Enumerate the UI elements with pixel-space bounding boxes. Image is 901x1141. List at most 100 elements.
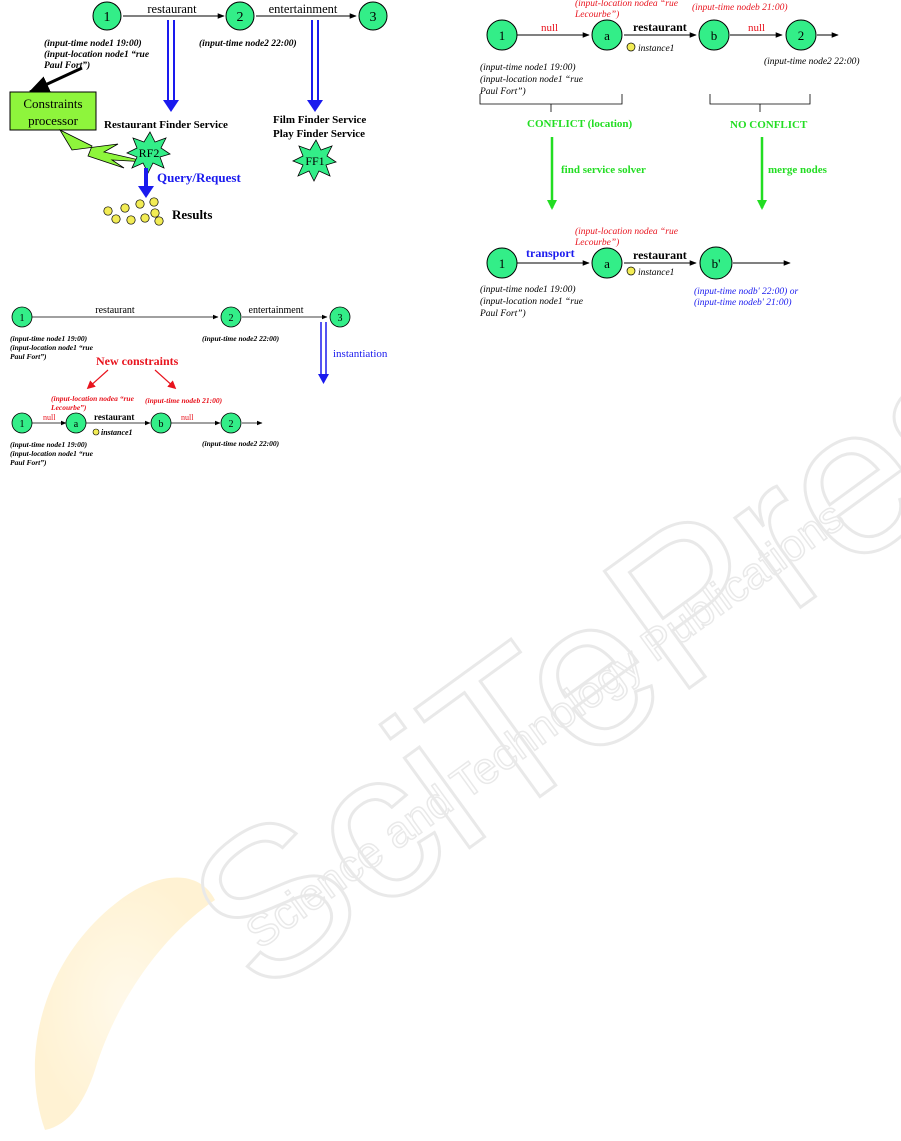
diagram-3: (input-location nodea “rue Lecourbe”) (i…	[479, 0, 860, 319]
svg-text:Lecourbe”): Lecourbe”)	[50, 403, 87, 412]
svg-text:(input-time node1 19:00): (input-time node1 19:00)	[480, 284, 576, 295]
d2-node-2: 2	[220, 306, 242, 328]
restaurant-instantiation-arrow	[163, 20, 179, 112]
d3-bottom-restaurant-label: restaurant	[633, 248, 687, 262]
d3-transport-label: transport	[526, 246, 575, 260]
d2-restaurant-label: restaurant	[94, 412, 134, 422]
d2-new-constraint-nodea: (input-location nodea “rue Lecourbe”)	[50, 394, 135, 412]
svg-text:(input-location node1 “rue: (input-location node1 “rue	[10, 449, 94, 458]
d3-restaurant-label: restaurant	[633, 20, 687, 34]
d2-node1-note: (input-time node1 19:00) (input-location…	[10, 334, 94, 361]
d3-bracket-right	[709, 94, 811, 112]
svg-text:Lecourbe”): Lecourbe”)	[574, 9, 619, 20]
d3-node-a: a	[591, 19, 623, 51]
edge-label-restaurant: restaurant	[147, 2, 197, 16]
d2-node-b: b	[150, 412, 172, 434]
d3-bottom-node1-note: (input-time node1 19:00) (input-location…	[479, 284, 583, 319]
d2-bottom-node1-note: (input-time node1 19:00) (input-location…	[10, 440, 94, 467]
d2-null-label-1: null	[43, 413, 56, 422]
results-dots	[103, 197, 164, 226]
d2-red-arrow-right	[154, 369, 177, 390]
ff1-star-label: FF1	[305, 154, 324, 168]
d3-instance-label: instance1	[638, 44, 674, 54]
d2-node-a: a	[65, 412, 87, 434]
d3-node-1: 1	[486, 19, 518, 51]
film-finder-service-label: Film Finder Service	[273, 114, 366, 126]
d3-bracket-left	[479, 94, 623, 112]
d3-node-b: b	[698, 19, 730, 51]
d2-null-label-2: null	[181, 413, 194, 422]
svg-text:Paul Fort”): Paul Fort”)	[10, 352, 47, 361]
svg-text:2: 2	[237, 10, 244, 25]
svg-text:a: a	[604, 256, 610, 271]
d2-instantiation-arrow	[318, 322, 329, 384]
svg-text:(input-location nodea “rue: (input-location nodea “rue	[575, 226, 678, 237]
query-request-label: Query/Request	[157, 170, 241, 185]
d2-edge-label-restaurant: restaurant	[95, 305, 135, 316]
d2-node-1: 1	[11, 306, 33, 328]
svg-text:(input-location nodea “rue: (input-location nodea “rue	[575, 0, 678, 9]
d3-nodeb-constraint: (input-time nodeb 21:00)	[692, 2, 788, 13]
svg-text:(input-time node1 19:00): (input-time node1 19:00)	[44, 38, 142, 49]
svg-text:1: 1	[104, 10, 111, 25]
node-2: 2	[225, 1, 255, 31]
svg-text:Lecourbe”): Lecourbe”)	[574, 237, 619, 248]
play-finder-service-label: Play Finder Service	[273, 128, 365, 140]
svg-text:2: 2	[798, 28, 805, 43]
d3-bottom-node-a: a	[591, 247, 623, 279]
constraints-processor-box	[9, 91, 97, 131]
d2-red-arrow-left	[86, 369, 109, 390]
svg-text:Paul Fort”): Paul Fort”)	[479, 86, 526, 97]
d2-new-constraints-label: New constraints	[96, 354, 179, 368]
svg-text:1: 1	[499, 256, 506, 271]
watermark-swoosh	[34, 877, 216, 1130]
svg-text:(input-time node1 19:00): (input-time node1 19:00)	[10, 440, 88, 449]
svg-text:2: 2	[229, 313, 234, 324]
svg-text:(input-location node1 “rue: (input-location node1 “rue	[480, 296, 583, 307]
d3-bottom-node-bprime: b'	[699, 246, 733, 280]
svg-text:Paul Fort”): Paul Fort”)	[44, 60, 90, 71]
d3-no-conflict-label: NO CONFLICT	[730, 119, 808, 131]
svg-text:b': b'	[712, 256, 721, 271]
lightning-bolt-icon	[58, 129, 149, 169]
svg-text:a: a	[74, 419, 79, 430]
d3-merge-label: merge nodes	[768, 164, 828, 176]
d2-new-constraint-nodeb: (input-time nodeb 21:00)	[145, 396, 223, 405]
d3-node2-note: (input-time node2 22:00)	[764, 56, 860, 67]
restaurant-finder-service-label: Restaurant Finder Service	[104, 119, 228, 131]
d3-bottom-instance-label: instance1	[638, 268, 674, 278]
constraints-processor-label-1: Constraints	[23, 96, 82, 111]
d3-null-label-2: null	[748, 22, 765, 34]
d3-null-label-1: null	[541, 22, 558, 34]
edge-label-entertainment: entertainment	[269, 2, 338, 16]
query-arrow-head	[138, 186, 154, 198]
svg-text:(input-time nodeb' 21:00): (input-time nodeb' 21:00)	[694, 297, 792, 308]
svg-text:1: 1	[20, 419, 25, 430]
entertainment-instantiation-arrow	[307, 20, 323, 112]
svg-text:(input-location node1 “rue: (input-location node1 “rue	[44, 49, 150, 60]
d3-merged-node-constraints: (input-time nodb' 22:00) or (input-time …	[694, 286, 798, 308]
d2-instance-label: instance1	[101, 428, 133, 437]
svg-text:b: b	[159, 419, 164, 430]
d2-node-b1: 1	[11, 412, 33, 434]
svg-text:(input-location nodea “rue: (input-location nodea “rue	[51, 394, 135, 403]
d3-conflict-label: CONFLICT (location)	[527, 118, 633, 130]
note-to-processor-arrow	[28, 66, 83, 94]
svg-text:1: 1	[20, 313, 25, 324]
d3-node1-note: (input-time node1 19:00) (input-location…	[479, 62, 583, 97]
svg-text:Paul Fort”): Paul Fort”)	[479, 308, 526, 319]
results-label: Results	[172, 207, 212, 222]
ff1-star-icon	[292, 139, 337, 182]
svg-text:a: a	[604, 28, 610, 43]
node-1: 1	[92, 1, 122, 31]
node-3: 3	[358, 1, 388, 31]
d3-bottom-node-1: 1	[486, 247, 518, 279]
diagram-1: restaurant entertainment 1 2 3 (input-ti…	[9, 1, 388, 226]
d2-node-3: 3	[329, 306, 351, 328]
d3-find-solver-label: find service solver	[561, 164, 646, 176]
svg-text:3: 3	[370, 10, 377, 25]
svg-text:(input-location node1 “rue: (input-location node1 “rue	[10, 343, 94, 352]
diagram-2: restaurant entertainment 1 2 3 (input-ti…	[10, 305, 388, 467]
d3-instance-dot-icon	[626, 42, 636, 52]
